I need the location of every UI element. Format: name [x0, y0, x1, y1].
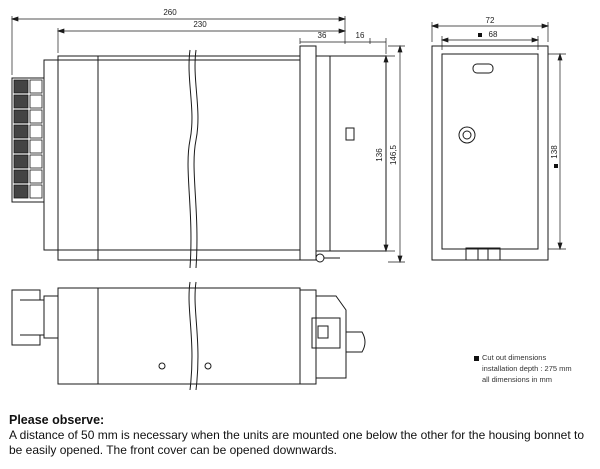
legend-line: installation depth : 275 mm — [474, 363, 572, 374]
square-icon — [474, 355, 479, 361]
side-view-dimensions — [10, 16, 405, 264]
dim-overall-length: 260 — [163, 8, 177, 17]
note-body: A distance of 50 mm is necessary when th… — [9, 428, 585, 457]
top-view — [11, 281, 366, 391]
dim-front-depth: 36 — [318, 31, 327, 40]
dim-front-offset: 16 — [356, 31, 365, 40]
legend: Cut out dimensions installation depth : … — [474, 352, 572, 385]
dim-front-width: 72 — [486, 16, 495, 25]
legend-line: all dimensions in mm — [474, 374, 572, 385]
terminal-block — [13, 79, 43, 199]
legend-install-depth: installation depth : 275 mm — [482, 364, 572, 373]
front-view — [431, 45, 549, 261]
dim-cutout-height: 138 — [550, 145, 559, 159]
cutout-marker-square — [554, 164, 558, 168]
note-title: Please observe: — [9, 413, 105, 427]
front-view-dimensions — [430, 22, 566, 251]
side-view — [11, 45, 387, 269]
dim-cutout-width: 68 — [489, 30, 498, 39]
cutout-marker-square — [478, 33, 482, 37]
dim-body-length: 230 — [193, 20, 207, 29]
dim-height-front: 146,5 — [389, 144, 398, 165]
legend-units: all dimensions in mm — [482, 375, 553, 384]
legend-cutout: Cut out dimensions — [482, 353, 547, 362]
legend-line: Cut out dimensions — [474, 352, 572, 363]
dim-height-cutout: 136 — [375, 148, 384, 162]
